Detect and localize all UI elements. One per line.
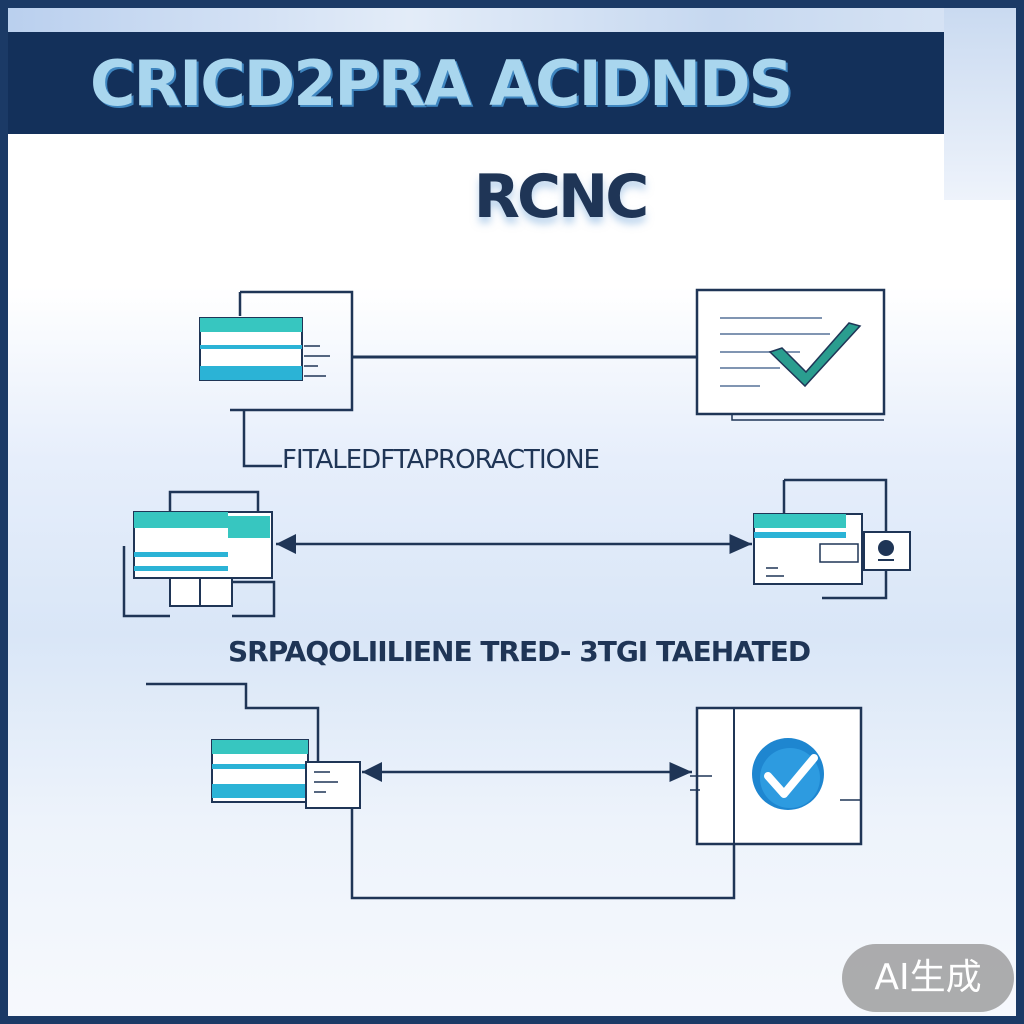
page-title: CRICD2PRA ACIDNDS [90,47,793,120]
diagram-subtitle: RCNC [473,162,649,232]
ai-generated-badge: AI生成 [842,944,1014,1012]
checkmark-icon [768,322,862,388]
row2-label: SRPAQOLIILIENE TRED- 3TGI TAEHATED [228,635,811,668]
row1-source-card [199,290,354,468]
blue-check-circle-icon [752,738,824,810]
server-card-icon [753,478,911,600]
sky-background-right [944,0,1024,200]
title-banner [8,32,944,134]
row1-label: FITALEDFTAPRORACTIONE [282,445,600,475]
row2-source-card [122,490,276,618]
row3-source-card [146,682,736,900]
document-icon [695,288,886,421]
